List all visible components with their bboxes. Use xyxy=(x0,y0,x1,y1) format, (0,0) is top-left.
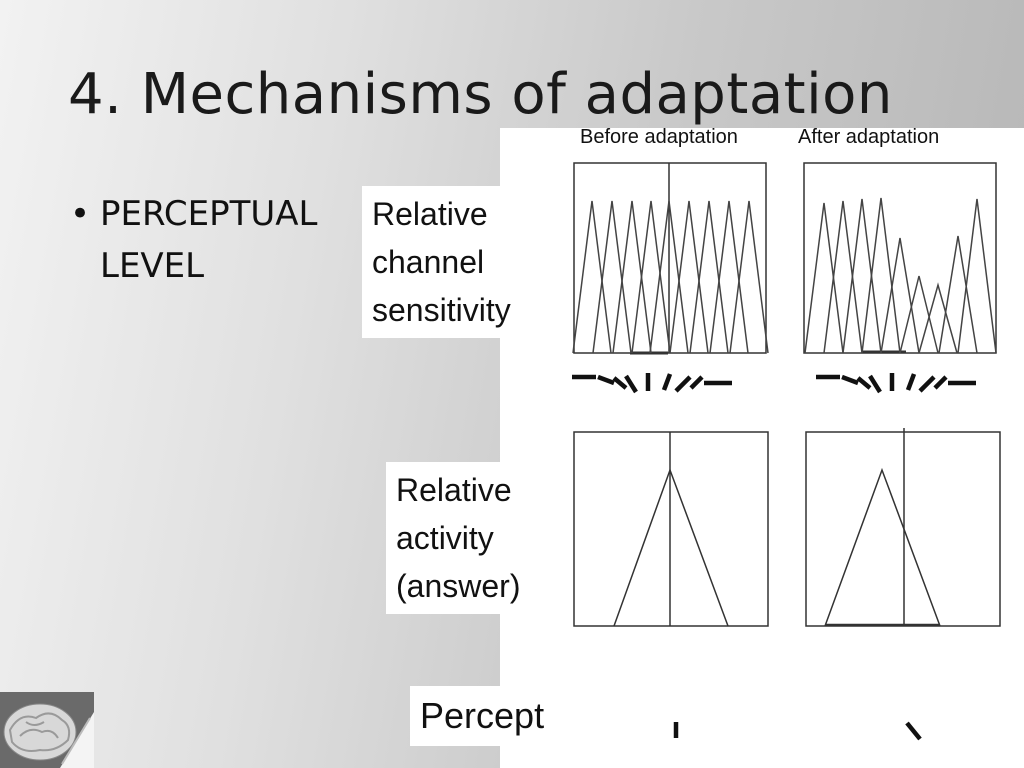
orientation-after-mark-8 xyxy=(933,375,948,390)
tuning-curve-before-5 xyxy=(649,200,689,354)
tuning-curve-after-1 xyxy=(804,202,844,354)
orientation-before-mark-4 xyxy=(624,374,638,394)
header-after-adaptation: After adaptation xyxy=(798,126,940,148)
sensitivity-before-frame xyxy=(573,162,767,354)
orientation-before-mark-2 xyxy=(597,374,615,386)
tuning-curve-after-5 xyxy=(880,237,920,354)
tuning-curve-after-4 xyxy=(861,197,901,354)
bullet-symbol: • xyxy=(70,194,91,234)
orientation-row-before xyxy=(572,373,732,394)
orientation-after-mark-2 xyxy=(841,374,859,386)
orientation-after-mark-3 xyxy=(856,376,872,390)
orientation-after-mark-7 xyxy=(918,375,936,393)
tuning-curve-after-9 xyxy=(957,198,997,354)
slide-title: 4. Mechanisms of adaptation xyxy=(68,62,893,127)
tuning-curve-after-3 xyxy=(842,198,882,354)
bullet-text: PERCEPTUAL LEVEL xyxy=(100,194,318,286)
activity-before-curve xyxy=(613,467,729,627)
tuning-curves-before xyxy=(572,200,769,354)
orientation-after-mark-6 xyxy=(905,373,917,391)
tuning-curve-before-6 xyxy=(669,200,709,354)
tuning-curve-after-8 xyxy=(938,235,978,354)
brain-logo-icon xyxy=(0,692,94,768)
orientation-before-mark-7 xyxy=(674,375,692,393)
orientation-after-mark-4 xyxy=(868,374,882,394)
tuning-curve-after-2 xyxy=(823,200,863,354)
label-percept: Percept xyxy=(410,686,588,746)
orientation-before-mark-3 xyxy=(612,376,628,390)
orientation-row-after xyxy=(816,373,976,394)
label-relative-activity: Relative activity (answer) xyxy=(386,462,552,614)
tuning-curve-after-7 xyxy=(918,282,958,354)
label-channel-sensitivity: Relative channel sensitivity xyxy=(362,186,550,338)
orientation-before-mark-6 xyxy=(661,373,673,391)
sensitivity-after-frame xyxy=(803,162,997,354)
tuning-curve-before-3 xyxy=(612,200,652,354)
tuning-curve-before-1 xyxy=(572,200,612,354)
tuning-curve-before-9 xyxy=(729,200,769,354)
tuning-curve-before-2 xyxy=(592,200,632,354)
tuning-curves-after xyxy=(804,197,997,354)
activity-after-curve xyxy=(824,467,941,627)
tuning-curve-after-6 xyxy=(899,275,939,354)
orientation-before-mark-8 xyxy=(689,375,704,390)
tuning-curve-before-8 xyxy=(709,200,749,354)
header-before-adaptation: Before adaptation xyxy=(580,126,738,148)
percept-after-mark xyxy=(905,721,922,741)
tuning-curve-before-4 xyxy=(631,200,671,354)
activity-before-frame xyxy=(573,431,769,627)
tuning-curve-before-7 xyxy=(689,200,729,354)
